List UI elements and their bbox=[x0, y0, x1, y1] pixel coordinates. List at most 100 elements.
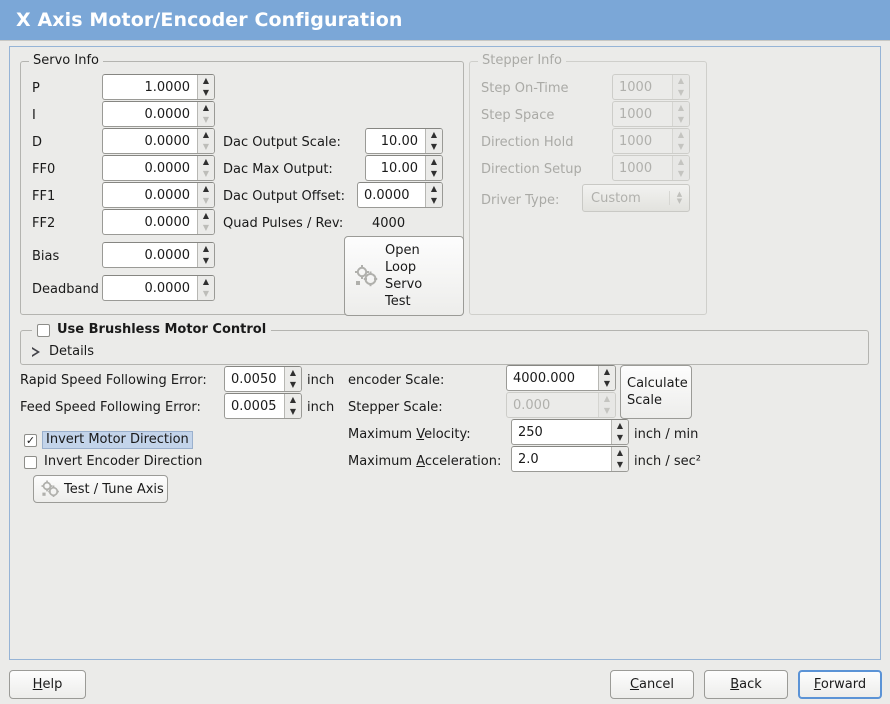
maximum-velocity-input[interactable]: 250 ▲ ▼ bbox=[511, 419, 629, 445]
spinner-buttons-step-on-time: ▲ ▼ bbox=[672, 75, 689, 99]
spinner-buttons-ff0[interactable]: ▲ ▼ bbox=[197, 156, 214, 180]
spinner-buttons-max-acceleration[interactable]: ▲ ▼ bbox=[611, 447, 628, 471]
servo-field-label-ff1: FF1 bbox=[32, 189, 56, 204]
maximum-acceleration-input[interactable]: 2.0 ▲ ▼ bbox=[511, 446, 629, 472]
spin-up-icon-dac-scale[interactable]: ▲ bbox=[430, 130, 438, 139]
servo-field-input-deadband[interactable]: 0.0000 ▲ ▼ bbox=[102, 275, 215, 301]
servo-field-input-p[interactable]: 1.0000 ▲ ▼ bbox=[102, 74, 215, 100]
step-on-time-input: 1000 ▲ ▼ bbox=[612, 74, 690, 100]
servo-field-value-ff1: 0.0000 bbox=[144, 187, 191, 203]
spin-up-icon-deadband[interactable]: ▲ bbox=[202, 277, 210, 286]
stepper-scale-input: 0.000 ▲ ▼ bbox=[506, 392, 616, 418]
spin-up-icon-max-acceleration[interactable]: ▲ bbox=[616, 448, 624, 457]
rapid-speed-following-error-value: 0.0050 bbox=[231, 371, 277, 387]
spinner-buttons-feed-error[interactable]: ▲ ▼ bbox=[284, 394, 301, 418]
spin-down-icon-dac-scale[interactable]: ▼ bbox=[430, 142, 438, 151]
servo-field-input-bias[interactable]: 0.0000 ▲ ▼ bbox=[102, 242, 215, 268]
spin-down-icon-deadband[interactable]: ▼ bbox=[202, 289, 210, 298]
spin-up-icon-encoder-scale[interactable]: ▲ bbox=[603, 367, 611, 376]
spinner-buttons-i[interactable]: ▲ ▼ bbox=[197, 102, 214, 126]
spin-up-icon-dac-offset[interactable]: ▲ bbox=[430, 184, 438, 193]
open-loop-line-1: Open bbox=[385, 243, 420, 258]
spin-down-icon-feed-error[interactable]: ▼ bbox=[289, 407, 297, 416]
direction-hold-value: 1000 bbox=[619, 133, 653, 149]
spin-down-icon-ff0[interactable]: ▼ bbox=[202, 169, 210, 178]
maximum-velocity-label-pre: Maximum bbox=[348, 427, 417, 442]
driver-type-value: Custom bbox=[591, 190, 641, 206]
spinner-buttons-dac-scale[interactable]: ▲ ▼ bbox=[425, 129, 442, 153]
invert-encoder-direction-checkbox[interactable]: Invert Encoder Direction bbox=[24, 454, 202, 470]
spin-down-icon-d[interactable]: ▼ bbox=[202, 142, 210, 151]
dac-max-output-input[interactable]: 10.00 ▲ ▼ bbox=[365, 155, 443, 181]
checkbox-box-invert-motor[interactable]: ✓ bbox=[24, 433, 37, 447]
spin-up-icon-i[interactable]: ▲ bbox=[202, 103, 210, 112]
maximum-acceleration-value: 2.0 bbox=[518, 451, 539, 467]
spin-up-icon-bias[interactable]: ▲ bbox=[202, 244, 210, 253]
servo-field-input-ff2[interactable]: 0.0000 ▲ ▼ bbox=[102, 209, 215, 235]
spinner-buttons-p[interactable]: ▲ ▼ bbox=[197, 75, 214, 99]
spin-down-icon-ff2[interactable]: ▼ bbox=[202, 223, 210, 232]
invert-motor-direction-checkbox[interactable]: ✓ Invert Motor Direction bbox=[24, 431, 193, 449]
servo-field-input-i[interactable]: 0.0000 ▲ ▼ bbox=[102, 101, 215, 127]
forward-button[interactable]: Forward bbox=[798, 670, 882, 699]
test-tune-axis-button[interactable]: Test / Tune Axis bbox=[33, 475, 168, 503]
spin-down-icon-rapid-error[interactable]: ▼ bbox=[289, 380, 297, 389]
spin-up-icon-p[interactable]: ▲ bbox=[202, 76, 210, 85]
checkbox-box-brushless[interactable] bbox=[37, 323, 50, 337]
servo-field-input-ff1[interactable]: 0.0000 ▲ ▼ bbox=[102, 182, 215, 208]
use-brushless-motor-control-checkbox[interactable]: Use Brushless Motor Control bbox=[32, 322, 272, 338]
spin-up-icon-ff0[interactable]: ▲ bbox=[202, 157, 210, 166]
spinner-buttons-dac-offset[interactable]: ▲ ▼ bbox=[425, 183, 442, 207]
spin-up-icon-ff1[interactable]: ▲ bbox=[202, 184, 210, 193]
servo-field-input-d[interactable]: 0.0000 ▲ ▼ bbox=[102, 128, 215, 154]
spin-down-icon-max-velocity[interactable]: ▼ bbox=[616, 433, 624, 442]
help-mnemonic: H bbox=[32, 677, 43, 692]
spin-down-icon-p[interactable]: ▼ bbox=[202, 88, 210, 97]
dac-output-scale-input[interactable]: 10.00 ▲ ▼ bbox=[365, 128, 443, 154]
calculate-scale-line-1: Calculate bbox=[627, 376, 688, 391]
spinner-buttons-bias[interactable]: ▲ ▼ bbox=[197, 243, 214, 267]
spinner-buttons-max-velocity[interactable]: ▲ ▼ bbox=[611, 420, 628, 444]
spinner-buttons-dac-max[interactable]: ▲ ▼ bbox=[425, 156, 442, 180]
back-button[interactable]: Back bbox=[704, 670, 788, 699]
spin-up-icon-direction-setup: ▲ bbox=[677, 157, 685, 166]
spin-down-icon-dac-max[interactable]: ▼ bbox=[430, 169, 438, 178]
servo-field-value-p: 1.0000 bbox=[144, 79, 191, 95]
spin-down-icon-encoder-scale[interactable]: ▼ bbox=[603, 379, 611, 388]
spin-down-icon-max-acceleration[interactable]: ▼ bbox=[616, 460, 624, 469]
details-expander[interactable]: Details bbox=[32, 344, 94, 359]
stepper-info-legend: Stepper Info bbox=[478, 53, 566, 69]
checkbox-box-invert-encoder[interactable] bbox=[24, 455, 37, 469]
feed-speed-following-error-input[interactable]: 0.0005 ▲ ▼ bbox=[224, 393, 302, 419]
driver-type-label: Driver Type: bbox=[481, 193, 560, 208]
back-mnemonic: B bbox=[730, 677, 740, 692]
spin-up-icon-feed-error[interactable]: ▲ bbox=[289, 395, 297, 404]
spinner-buttons-ff1[interactable]: ▲ ▼ bbox=[197, 183, 214, 207]
cancel-button[interactable]: Cancel bbox=[610, 670, 694, 699]
spin-down-icon-ff1[interactable]: ▼ bbox=[202, 196, 210, 205]
encoder-scale-input[interactable]: 4000.000 ▲ ▼ bbox=[506, 365, 616, 391]
calculate-scale-button[interactable]: Calculate Scale bbox=[620, 365, 692, 419]
spin-down-icon-bias[interactable]: ▼ bbox=[202, 256, 210, 265]
spinner-buttons-deadband[interactable]: ▲ ▼ bbox=[197, 276, 214, 300]
rapid-speed-following-error-input[interactable]: 0.0050 ▲ ▼ bbox=[224, 366, 302, 392]
spin-up-icon-max-velocity[interactable]: ▲ bbox=[616, 421, 624, 430]
spin-down-icon-dac-offset[interactable]: ▼ bbox=[430, 196, 438, 205]
spinner-buttons-ff2[interactable]: ▲ ▼ bbox=[197, 210, 214, 234]
chevron-right-icon-details[interactable] bbox=[32, 346, 40, 357]
spin-up-icon-step-on-time: ▲ bbox=[677, 76, 685, 85]
spin-down-icon-i[interactable]: ▼ bbox=[202, 115, 210, 124]
spin-up-icon-dac-max[interactable]: ▲ bbox=[430, 157, 438, 166]
spin-up-icon-rapid-error[interactable]: ▲ bbox=[289, 368, 297, 377]
help-button[interactable]: Help bbox=[9, 670, 86, 699]
spin-up-icon-ff2[interactable]: ▲ bbox=[202, 211, 210, 220]
spinner-buttons-rapid-error[interactable]: ▲ ▼ bbox=[284, 367, 301, 391]
open-loop-servo-test-button[interactable]: Open Loop Servo Test bbox=[344, 236, 464, 316]
dac-output-offset-input[interactable]: 0.0000 ▲ ▼ bbox=[357, 182, 443, 208]
servo-field-input-ff0[interactable]: 0.0000 ▲ ▼ bbox=[102, 155, 215, 181]
servo-field-label-ff2: FF2 bbox=[32, 216, 56, 231]
spin-up-icon-d[interactable]: ▲ bbox=[202, 130, 210, 139]
spinner-buttons-d[interactable]: ▲ ▼ bbox=[197, 129, 214, 153]
spinner-buttons-encoder-scale[interactable]: ▲ ▼ bbox=[598, 366, 615, 390]
cancel-mnemonic: C bbox=[629, 677, 640, 692]
